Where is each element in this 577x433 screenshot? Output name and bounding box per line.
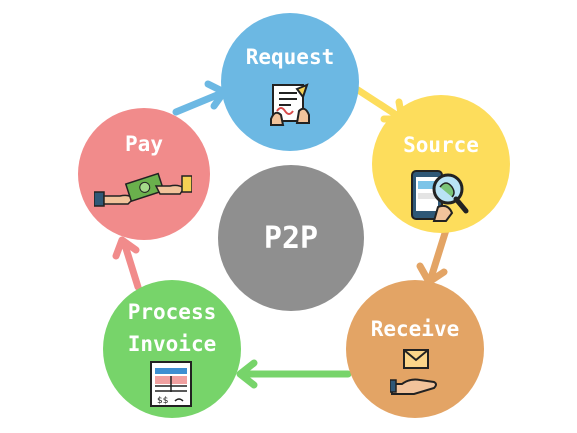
step-process-invoice-label-line2: Invoice bbox=[127, 332, 217, 356]
svg-text:$$: $$ bbox=[157, 396, 168, 406]
step-request-label: Request bbox=[245, 45, 335, 69]
arrow-source-to-receive bbox=[416, 226, 450, 286]
invoice-icon: $$ bbox=[147, 358, 195, 412]
step-receive: Receive bbox=[346, 280, 484, 418]
step-process-invoice-label-line1: Process bbox=[127, 300, 217, 324]
step-source: Source bbox=[372, 95, 510, 233]
step-process-invoice: Process Invoice $$ bbox=[103, 280, 241, 418]
arrow-process-invoice-to-pay bbox=[112, 236, 142, 291]
center-label: P2P bbox=[263, 221, 319, 256]
arrow-pay-to-request bbox=[172, 80, 228, 116]
step-source-label: Source bbox=[403, 133, 479, 157]
document-signing-icon bbox=[267, 81, 313, 135]
step-pay-label: Pay bbox=[125, 132, 163, 156]
step-pay: Pay bbox=[78, 108, 210, 240]
envelope-hand-icon bbox=[389, 346, 442, 400]
step-receive-label: Receive bbox=[370, 317, 460, 341]
arrow-receive-to-process-invoice bbox=[236, 359, 352, 389]
money-handoff-icon bbox=[93, 166, 193, 216]
phone-magnifier-icon bbox=[408, 167, 470, 229]
step-request: Request bbox=[221, 13, 359, 151]
center-circle: P2P bbox=[218, 165, 364, 311]
